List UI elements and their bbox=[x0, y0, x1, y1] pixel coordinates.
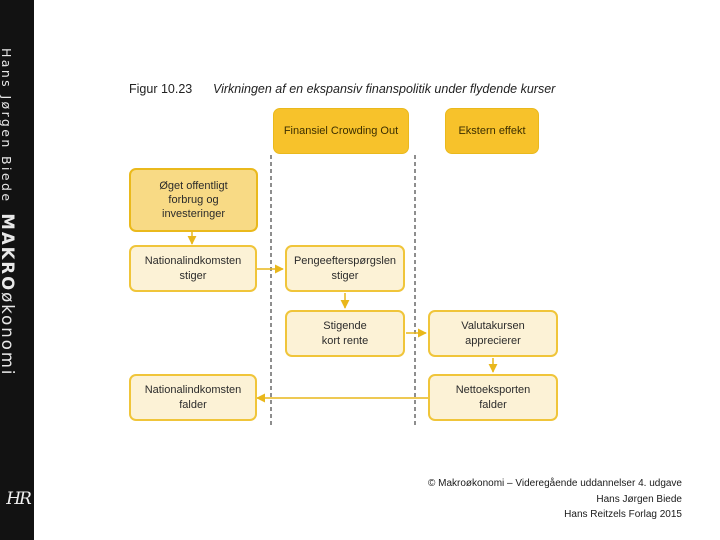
box-income-rises: Nationalindkomsten stiger bbox=[129, 245, 257, 292]
box-income-rises-line2: stiger bbox=[179, 269, 207, 282]
credit-line3: Hans Reitzels Forlag 2015 bbox=[564, 509, 682, 520]
box-currency-line2: apprecierer bbox=[465, 334, 521, 347]
copyright-credit: © Makroøkonomi – Videregående uddannelse… bbox=[428, 476, 682, 523]
figure-caption: Virkningen af en ekspansiv finanspolitik… bbox=[213, 82, 556, 96]
box-net-exports-line2: falder bbox=[479, 398, 507, 411]
column-header-crowding-out-label: Finansiel Crowding Out bbox=[283, 124, 399, 137]
box-interest-rate-line2: kort rente bbox=[321, 334, 369, 347]
publisher-logo-icon: HR bbox=[6, 489, 32, 509]
box-currency: Valutakursen apprecierer bbox=[428, 310, 558, 357]
credit-line2: Hans Jørgen Biede bbox=[596, 493, 682, 505]
box-spending: Øget offentligt forbrug og investeringer bbox=[129, 168, 258, 232]
box-money-demand: Pengeefterspørgslen stiger bbox=[285, 245, 405, 292]
figure-number: Figur 10.23 bbox=[129, 82, 193, 96]
box-interest-rate: Stigende kort rente bbox=[285, 310, 405, 357]
column-header-external-label: Ekstern effekt bbox=[458, 124, 526, 137]
box-spending-line2: forbrug og bbox=[168, 193, 219, 206]
box-money-demand-line1: Pengeefterspørgslen bbox=[293, 255, 397, 268]
box-spending-line3: investeringer bbox=[162, 208, 225, 221]
figure-title: Figur 10.23 Virkningen af en ekspansiv fi… bbox=[129, 82, 555, 96]
box-money-demand-line2: stiger bbox=[331, 269, 359, 282]
column-header-crowding-out: Finansiel Crowding Out bbox=[273, 108, 409, 154]
box-interest-rate-line1: Stigende bbox=[323, 320, 367, 333]
credit-line1: © Makroøkonomi – Videregående uddannelse… bbox=[427, 478, 682, 489]
box-net-exports: Nettoeksporten falder bbox=[428, 374, 558, 421]
box-net-exports-line1: Nettoeksporten bbox=[455, 384, 531, 397]
box-income-rises-line1: Nationalindkomsten bbox=[144, 255, 242, 268]
book-sidebar: Hans Jørgen BiedeMAKROøkonomi HR bbox=[0, 0, 34, 540]
box-spending-line1: Øget offentligt bbox=[159, 179, 228, 192]
column-header-external: Ekstern effekt bbox=[445, 108, 539, 154]
box-income-falls: Nationalindkomsten falder bbox=[129, 374, 257, 421]
box-currency-line1: Valutakursen bbox=[461, 320, 525, 333]
box-income-falls-line2: falder bbox=[179, 398, 207, 411]
box-income-falls-line1: Nationalindkomsten bbox=[144, 384, 242, 397]
